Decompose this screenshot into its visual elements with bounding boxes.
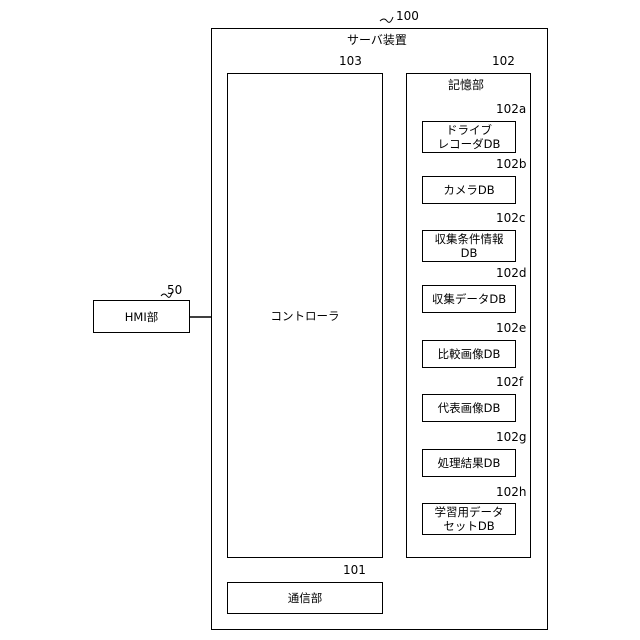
storage-label: 記憶部: [448, 78, 484, 92]
db-label: 比較画像DB: [438, 347, 501, 361]
storage-ref: 102: [492, 54, 515, 68]
db-box-collection-condition: 収集条件情報 DB: [422, 230, 516, 262]
db-box-collected-data: 収集データDB: [422, 285, 516, 313]
db-label: 代表画像DB: [438, 401, 501, 415]
db-box-learning-dataset: 学習用データ セットDB: [422, 503, 516, 535]
db-ref-102a: 102a: [496, 102, 526, 116]
server-label: サーバ装置: [347, 33, 407, 47]
comm-ref: 101: [343, 563, 366, 577]
db-box-comparison-image: 比較画像DB: [422, 340, 516, 368]
comm-box: 通信部: [227, 582, 383, 614]
db-label: 収集データDB: [432, 292, 506, 306]
server-ref: 100: [396, 9, 419, 23]
hmi-box: HMI部: [93, 300, 190, 333]
hmi-ref: 50: [167, 283, 182, 297]
db-label-line1: ドライブ: [446, 123, 492, 137]
leader-100: [380, 17, 393, 22]
db-label: カメラDB: [443, 183, 494, 197]
db-ref-102g: 102g: [496, 430, 527, 444]
controller-ref: 103: [339, 54, 362, 68]
comm-label: 通信部: [288, 591, 323, 605]
db-box-camera: カメラDB: [422, 176, 516, 204]
db-ref-102c: 102c: [496, 211, 526, 225]
db-label-line2: セットDB: [443, 519, 494, 533]
db-label: 処理結果DB: [438, 456, 501, 470]
db-box-processing-result: 処理結果DB: [422, 449, 516, 477]
db-box-representative-image: 代表画像DB: [422, 394, 516, 422]
db-label-line2: DB: [461, 246, 478, 260]
db-ref-102h: 102h: [496, 485, 527, 499]
db-label-line1: 学習用データ: [435, 505, 504, 519]
db-ref-102f: 102f: [496, 375, 523, 389]
db-ref-102b: 102b: [496, 157, 527, 171]
hmi-label: HMI部: [125, 310, 158, 324]
controller-label: コントローラ: [271, 309, 340, 323]
db-box-drive-recorder: ドライブ レコーダDB: [422, 121, 516, 153]
controller-box: コントローラ: [227, 73, 383, 558]
db-label-line2: レコーダDB: [438, 137, 501, 151]
db-ref-102e: 102e: [496, 321, 526, 335]
db-label-line1: 収集条件情報: [435, 232, 504, 246]
db-ref-102d: 102d: [496, 266, 527, 280]
